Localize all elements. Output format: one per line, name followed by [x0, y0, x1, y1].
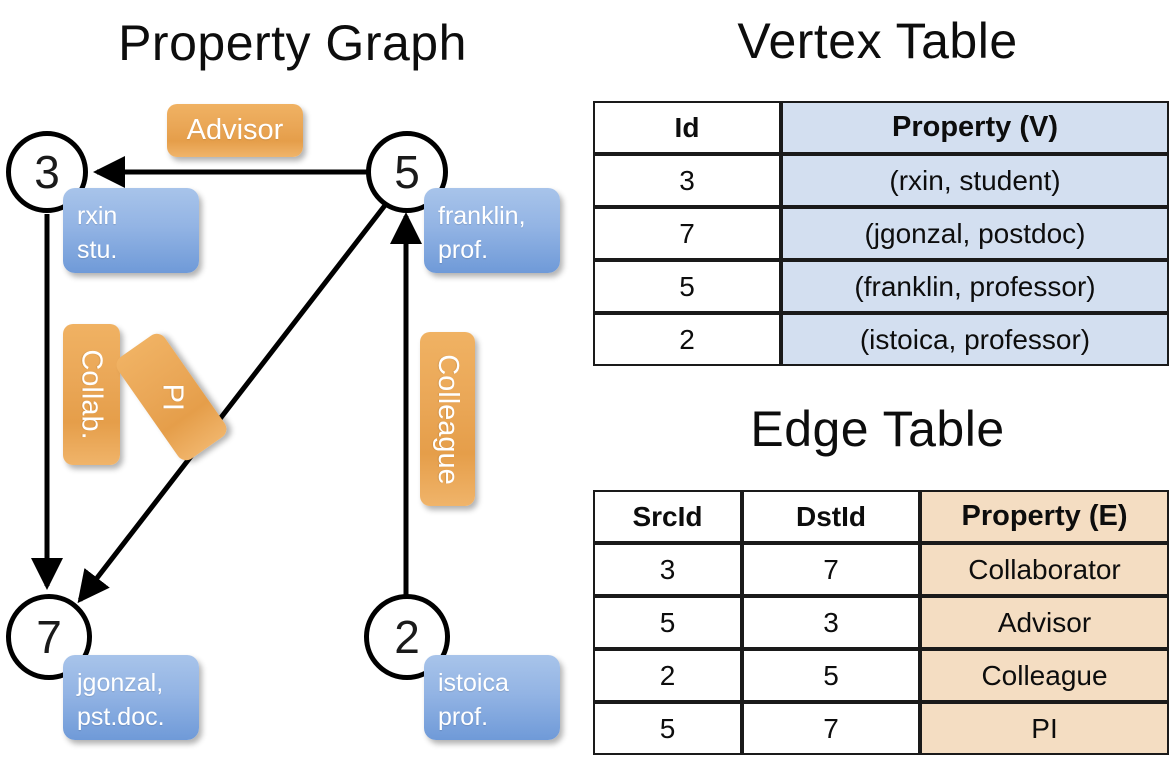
page-title-property-graph: Property Graph: [118, 15, 467, 71]
page-title-vertex-table: Vertex Table: [737, 13, 1018, 69]
table-row[interactable]: 5 (franklin, professor): [593, 260, 1169, 313]
vertex-header-id: Id: [593, 101, 781, 154]
vertex-cell-id: 2: [593, 313, 781, 366]
vertex-cell-property: (jgonzal, postdoc): [781, 207, 1169, 260]
node-property-box-istoica[interactable]: istoica prof.: [424, 655, 560, 740]
node-property-line2: prof.: [438, 235, 489, 264]
edge-label-colleague[interactable]: Colleague: [420, 332, 475, 506]
node-property-line1: franklin,: [438, 202, 526, 230]
edge-cell-dstid: 7: [742, 543, 920, 596]
edge-label-advisor[interactable]: Advisor: [167, 104, 303, 157]
table-row[interactable]: 5 7 PI: [593, 702, 1169, 755]
node-property-line1: jgonzal,: [77, 669, 164, 697]
edge-cell-property: Collaborator: [920, 543, 1169, 596]
edge-5-to-7: [77, 202, 388, 604]
page-title-edge-table: Edge Table: [750, 401, 1005, 457]
edge-cell-srcid: 3: [593, 543, 742, 596]
edge-cell-dstid: 7: [742, 702, 920, 755]
graph-node-5[interactable]: 5: [366, 131, 448, 213]
node-property-line2: stu.: [77, 235, 118, 264]
edge-header-srcid: SrcId: [593, 490, 742, 543]
vertex-header-property: Property (V): [781, 101, 1169, 154]
edge-cell-property: Advisor: [920, 596, 1169, 649]
vertex-cell-id: 3: [593, 154, 781, 207]
edge-table: SrcId DstId Property (E) 3 7 Collaborato…: [593, 490, 1169, 755]
table-row[interactable]: 3 7 Collaborator: [593, 543, 1169, 596]
edge-cell-property: Colleague: [920, 649, 1169, 702]
edge-cell-dstid: 3: [742, 596, 920, 649]
table-header-row: SrcId DstId Property (E): [593, 490, 1169, 543]
vertex-cell-property: (istoica, professor): [781, 313, 1169, 366]
vertex-cell-property: (franklin, professor): [781, 260, 1169, 313]
vertex-cell-id: 5: [593, 260, 781, 313]
edge-cell-property: PI: [920, 702, 1169, 755]
table-header-row: Id Property (V): [593, 101, 1169, 154]
table-row[interactable]: 5 3 Advisor: [593, 596, 1169, 649]
table-row[interactable]: 3 (rxin, student): [593, 154, 1169, 207]
edge-cell-srcid: 5: [593, 702, 742, 755]
table-row[interactable]: 2 (istoica, professor): [593, 313, 1169, 366]
vertex-cell-id: 7: [593, 207, 781, 260]
node-property-line2: prof.: [438, 702, 489, 731]
property-graph-diagram: 3 5 7 2 rxin stu. franklin, prof. jgonza…: [6, 104, 560, 740]
vertex-table: Id Property (V) 3 (rxin, student) 7 (jgo…: [593, 101, 1169, 366]
node-property-line2: pst.doc.: [77, 702, 165, 731]
node-property-box-jgonzal[interactable]: jgonzal, pst.doc.: [63, 655, 199, 740]
node-property-box-franklin[interactable]: franklin, prof.: [424, 188, 560, 273]
edge-label-collab[interactable]: Collab.: [63, 324, 120, 465]
table-row[interactable]: 7 (jgonzal, postdoc): [593, 207, 1169, 260]
node-property-line1: istoica: [438, 669, 509, 697]
edge-cell-dstid: 5: [742, 649, 920, 702]
edge-header-dstid: DstId: [742, 490, 920, 543]
graph-edges-svg: [31, 156, 422, 604]
node-property-line1: rxin: [77, 202, 118, 230]
graph-node-2[interactable]: 2: [364, 594, 450, 680]
edge-cell-srcid: 2: [593, 649, 742, 702]
node-property-box-rxin[interactable]: rxin stu.: [63, 188, 199, 273]
vertex-cell-property: (rxin, student): [781, 154, 1169, 207]
edge-header-property: Property (E): [920, 490, 1169, 543]
edge-cell-srcid: 5: [593, 596, 742, 649]
table-row[interactable]: 2 5 Colleague: [593, 649, 1169, 702]
